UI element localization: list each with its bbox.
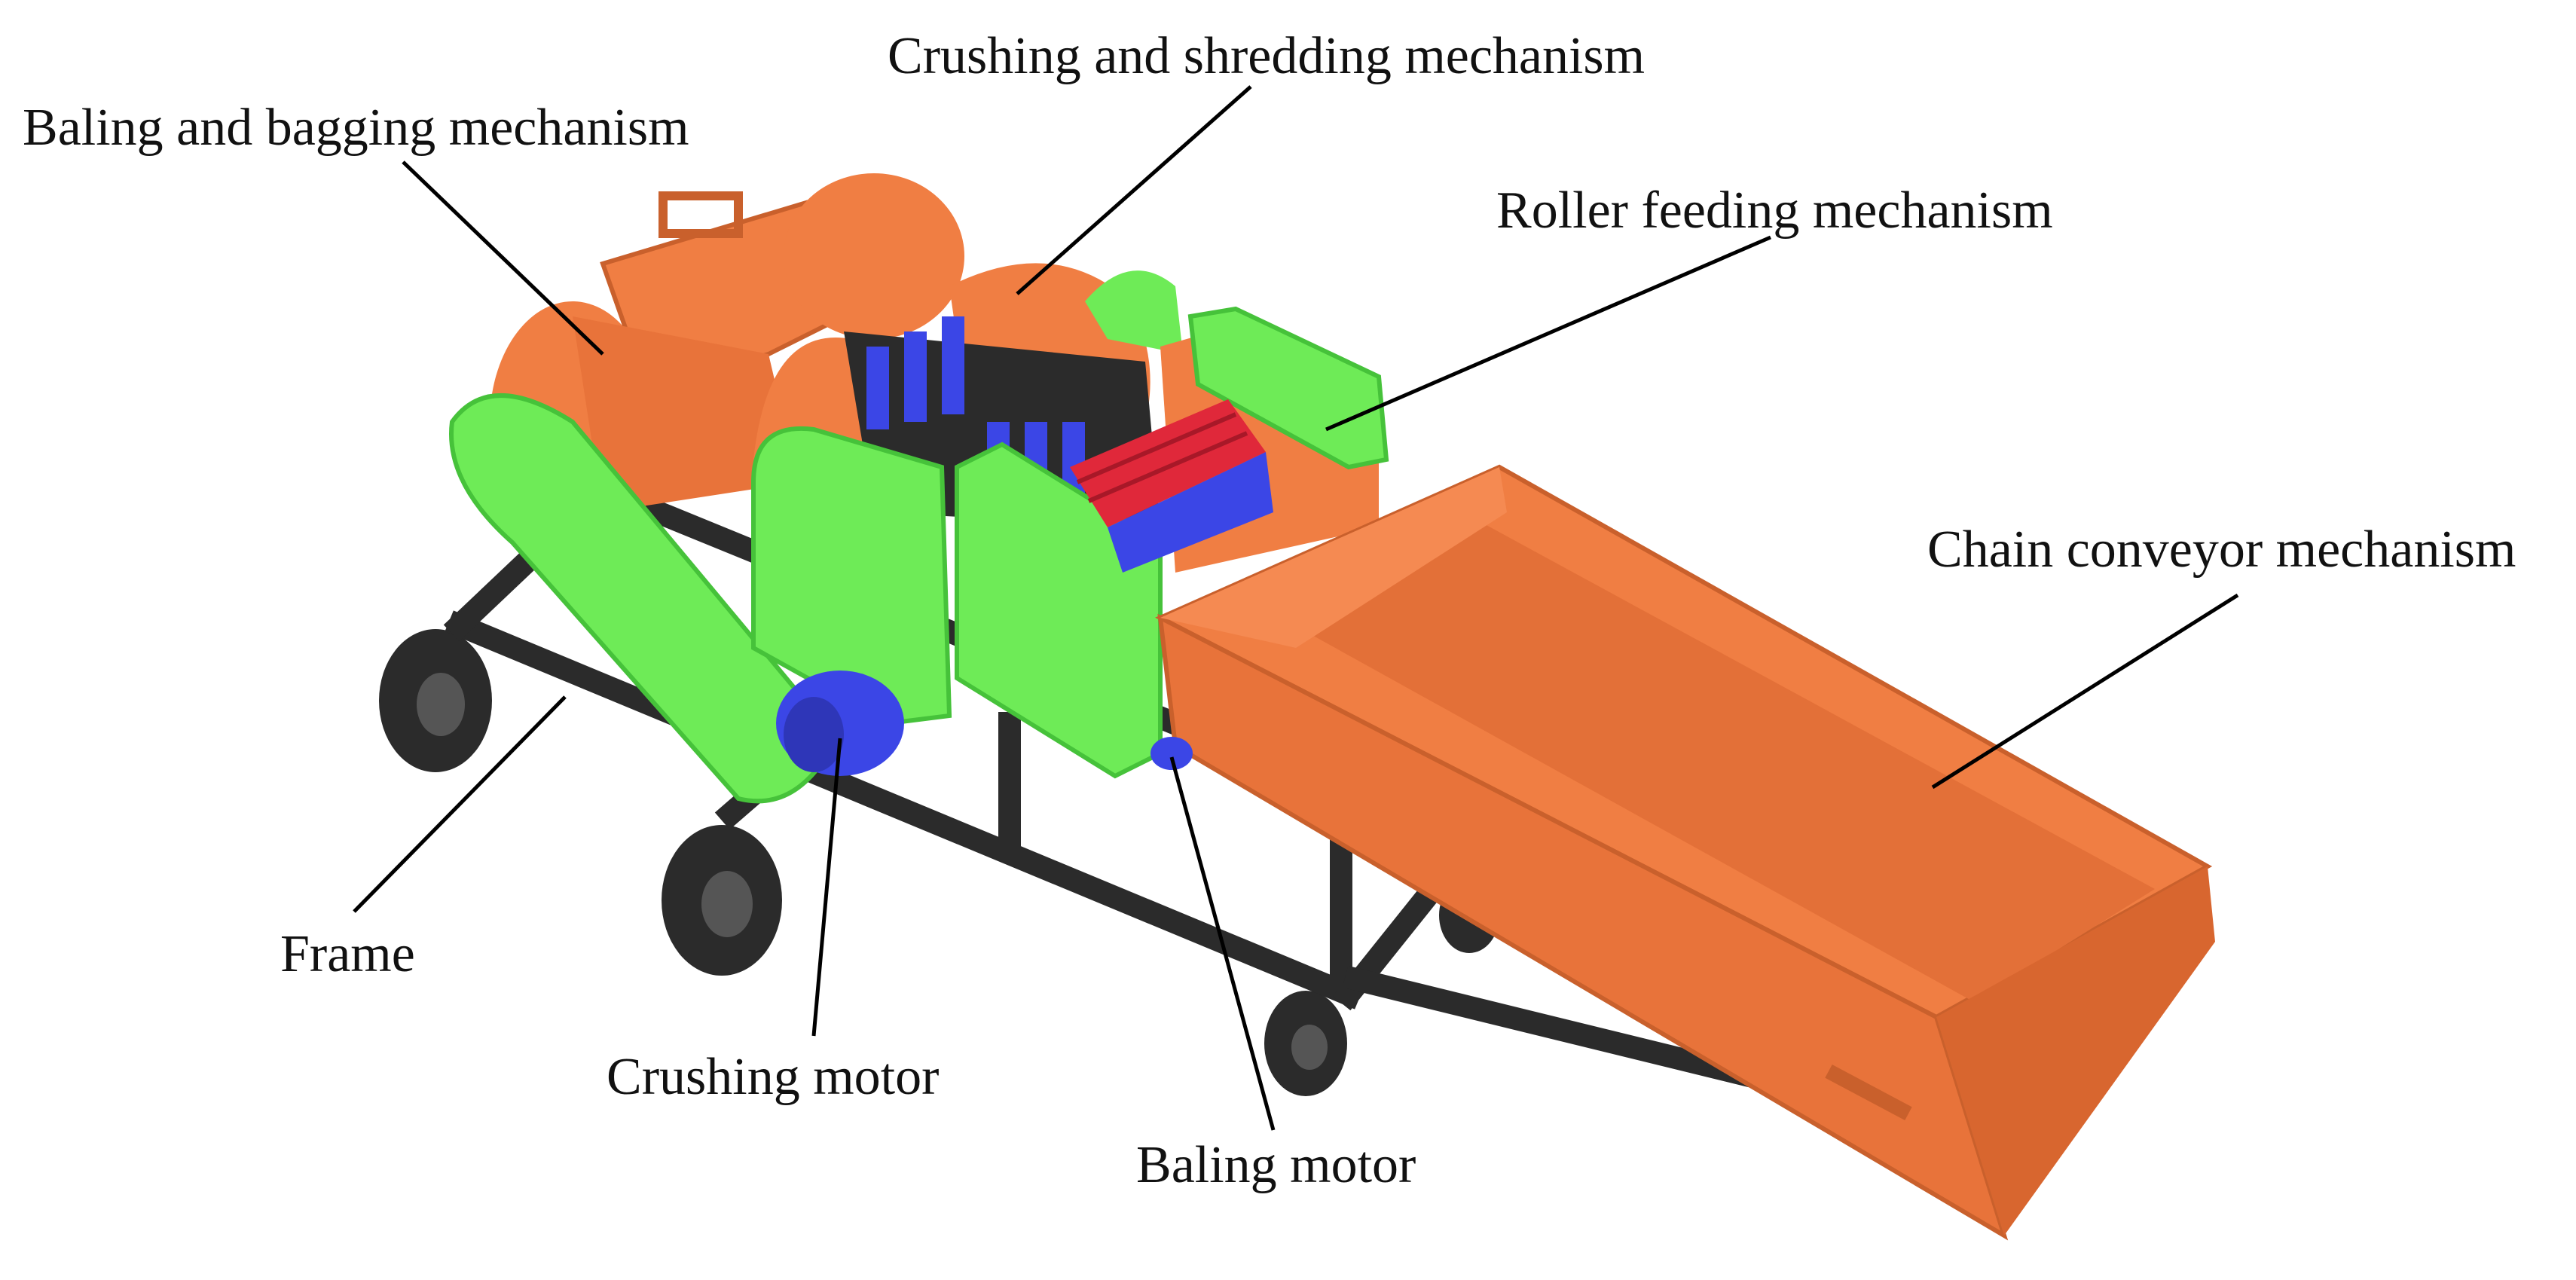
crushing-rear-cover bbox=[1085, 270, 1183, 354]
crushing-shredding-mechanism bbox=[751, 263, 1183, 726]
feeding-rollers bbox=[1070, 399, 1273, 573]
conveyor-tensioner bbox=[1825, 1065, 1912, 1120]
baling-drum-right bbox=[784, 173, 964, 339]
label-roller-feeding-mechanism: Roller feeding mechanism bbox=[1496, 182, 2053, 240]
leader-crushing-motor bbox=[811, 738, 842, 1037]
leader-lines bbox=[353, 85, 2239, 1131]
wheel-rear-left-hub bbox=[417, 673, 465, 736]
conveyor-feed-hood bbox=[1160, 467, 1507, 648]
wheel-front-right-hub bbox=[1291, 1025, 1328, 1070]
leader-crushing-shredding bbox=[1016, 85, 1252, 295]
leader-chain-conveyor bbox=[1931, 593, 2239, 790]
crushing-motor-end bbox=[784, 697, 844, 772]
baling-body bbox=[573, 316, 799, 512]
label-crushing-motor: Crushing motor bbox=[607, 1048, 940, 1106]
feeding-side-cover bbox=[1187, 306, 1389, 470]
roller-feeding-mechanism bbox=[955, 306, 1389, 779]
leader-baling-bagging bbox=[402, 160, 604, 356]
motors bbox=[776, 671, 1193, 776]
label-chain-conveyor-mechanism: Chain conveyor mechanism bbox=[1927, 521, 2516, 579]
label-baling-bagging-mechanism: Baling and bagging mechanism bbox=[23, 99, 689, 157]
label-baling-motor: Baling motor bbox=[1136, 1136, 1416, 1194]
crushing-green-cover bbox=[751, 426, 952, 726]
baling-handle bbox=[659, 191, 743, 238]
conveyor-bed bbox=[1281, 520, 2155, 1002]
label-crushing-shredding-mechanism: Crushing and shredding mechanism bbox=[888, 27, 1646, 85]
baling-green-cover bbox=[449, 393, 839, 804]
leader-roller-feeding bbox=[1325, 235, 1771, 432]
conveyor-end-wall bbox=[1936, 866, 2215, 1236]
baling-motor-body bbox=[1150, 737, 1193, 770]
wheel-front-left-hub bbox=[701, 871, 753, 937]
baling-bagging-mechanism bbox=[449, 173, 964, 804]
chain-conveyor-mechanism bbox=[1155, 464, 2215, 1241]
leader-baling-motor bbox=[1169, 756, 1276, 1131]
label-frame: Frame bbox=[280, 925, 415, 983]
leader-frame bbox=[353, 695, 567, 913]
